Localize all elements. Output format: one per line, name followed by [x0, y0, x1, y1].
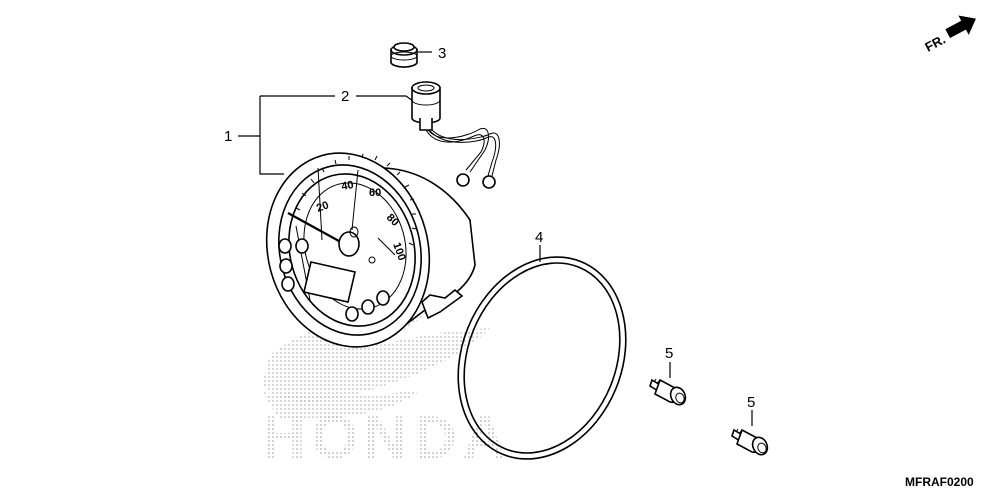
callout-5a: 5 — [665, 345, 673, 362]
tick-marks — [295, 153, 417, 246]
direction-label: FR. — [922, 32, 948, 55]
screw-part — [649, 378, 687, 406]
dial-number: 60 — [369, 187, 381, 199]
callout-2: 2 — [341, 88, 349, 105]
dial-number: 20 — [315, 199, 331, 214]
rubber-ring-part — [457, 256, 627, 460]
screw-part — [731, 428, 769, 456]
odometer-display — [303, 261, 356, 303]
arrow-icon — [945, 15, 976, 39]
diagram-code: MFRAF0200 — [905, 475, 974, 489]
indicator-lights — [278, 238, 390, 322]
front-direction-marker: FR. — [922, 15, 976, 55]
dial-number: 40 — [340, 179, 354, 193]
bulb-socket-part — [411, 81, 500, 189]
honda-watermark-text: HONDA — [262, 404, 512, 471]
speedometer-needle — [287, 212, 349, 247]
dial-number: 100 — [390, 241, 408, 262]
grommet-part — [390, 42, 418, 68]
speedometer-part: 20 40 60 80 100 — [265, 152, 476, 348]
callout-5b: 5 — [747, 394, 755, 411]
callout-1: 1 — [224, 128, 232, 145]
callout-4: 4 — [535, 229, 543, 246]
callout-3: 3 — [438, 45, 446, 62]
